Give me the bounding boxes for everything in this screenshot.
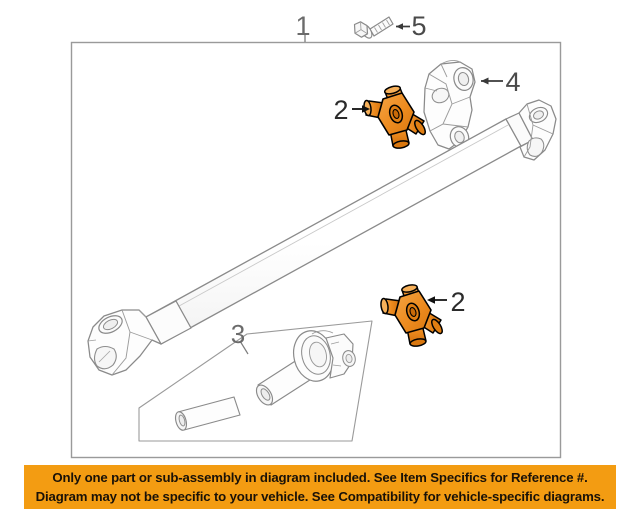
callout-number-1: 1 bbox=[295, 11, 310, 41]
universal-joint-cross-lower bbox=[380, 284, 443, 347]
disclaimer-line-2: Diagram may not be specific to your vehi… bbox=[35, 488, 605, 504]
disclaimer-line-1: Only one part or sub-assembly in diagram… bbox=[52, 469, 588, 485]
center-support-bearing bbox=[292, 330, 356, 382]
slip-yoke-left bbox=[87, 300, 192, 376]
callout-number-5: 5 bbox=[411, 11, 426, 41]
callout-5-arrow bbox=[396, 23, 410, 30]
parts-diagram-canvas: 1 2 2 3 4 5 bbox=[70, 11, 562, 459]
callout-2-lower-arrow bbox=[427, 296, 447, 304]
center-support-bearing-detail-inset bbox=[138, 320, 373, 442]
sleeve-bushing bbox=[174, 396, 241, 431]
callout-labels: 1 2 2 3 4 5 bbox=[231, 11, 521, 349]
yoke-right bbox=[505, 99, 557, 161]
flange-yoke bbox=[423, 59, 476, 150]
callout-number-3: 3 bbox=[231, 319, 245, 349]
callout-number-4: 4 bbox=[505, 67, 520, 97]
callout-3-leader bbox=[239, 340, 249, 355]
disclaimer-banner: Only one part or sub-assembly in diagram… bbox=[24, 465, 616, 509]
universal-joint-cross-upper bbox=[363, 85, 426, 149]
callout-number-2-lower: 2 bbox=[450, 287, 465, 317]
callout-2-upper-arrow bbox=[352, 105, 370, 113]
callout-4-arrow bbox=[481, 77, 503, 85]
driveshaft-assembly bbox=[87, 99, 557, 376]
callout-number-2-upper: 2 bbox=[333, 95, 348, 125]
hex-flange-bolt bbox=[353, 16, 394, 39]
